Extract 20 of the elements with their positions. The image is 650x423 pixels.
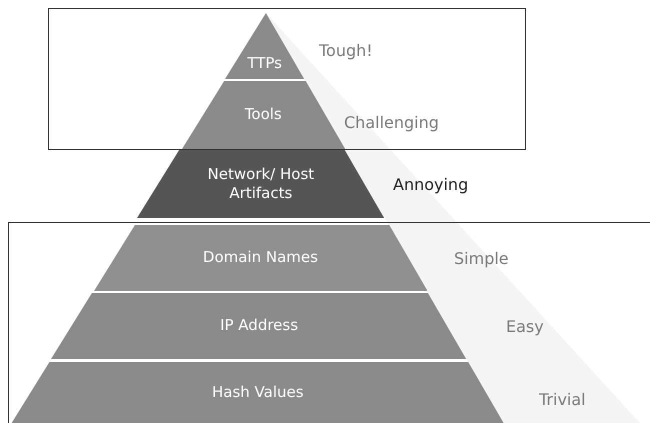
layer-label: Domain Names — [202, 248, 318, 268]
difficulty-label: Annoying — [393, 175, 468, 194]
outline-frame — [8, 222, 650, 423]
pyramid-layer — [11, 362, 504, 423]
layer-label: Tools — [244, 105, 282, 125]
layer-label: IP Address — [220, 316, 298, 336]
difficulty-label: Tough! — [319, 41, 373, 60]
pyramid-layer — [225, 13, 304, 79]
difficulty-label: Simple — [454, 249, 509, 268]
difficulty-label: Trivial — [539, 390, 586, 409]
layer-label: Network/ Host Artifacts — [206, 164, 316, 204]
outline-frame — [48, 8, 526, 150]
difficulty-label: Easy — [506, 317, 544, 336]
pyramid-layer — [94, 225, 428, 291]
difficulty-label: Challenging — [344, 113, 439, 132]
pyramid-layer — [182, 81, 345, 149]
layer-label: TTPs — [247, 54, 282, 73]
pyramid-layer — [137, 150, 384, 218]
layer-label: Hash Values — [212, 383, 304, 403]
pyramid-layer — [51, 293, 467, 359]
